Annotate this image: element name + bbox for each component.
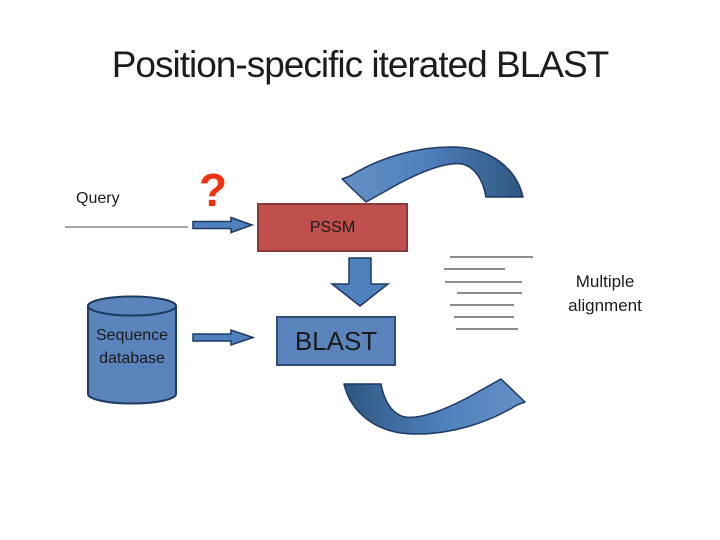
- alignment-line: [445, 281, 522, 283]
- query-to-pssm-arrow: [192, 216, 255, 234]
- query-sequence-line: [65, 226, 188, 228]
- database-cylinder-icon: [87, 295, 177, 405]
- question-mark: ?: [199, 164, 228, 216]
- blast-label: BLAST: [294, 325, 378, 356]
- blast-box: BLAST: [276, 316, 396, 366]
- iteration-arc-bottom: [343, 378, 526, 435]
- pssm-box: PSSM: [257, 203, 408, 252]
- slide-title: Position-specific iterated BLAST: [111, 44, 610, 85]
- alignment-line: [456, 328, 518, 330]
- iteration-arc-top: [341, 146, 524, 203]
- alignment-line: [457, 292, 522, 294]
- sequence-database-label: Sequence database: [95, 327, 169, 368]
- alignment-line: [454, 316, 514, 318]
- alignment-line: [444, 268, 505, 270]
- multiple-alignment-label: Multiple alignment: [568, 272, 642, 315]
- alignment-line: [450, 304, 514, 306]
- pssm-to-blast-arrow: [329, 257, 391, 307]
- query-label: Query: [76, 190, 120, 207]
- alignment-line: [450, 256, 533, 258]
- pssm-label: PSSM: [309, 218, 356, 236]
- database-to-blast-arrow: [192, 328, 256, 347]
